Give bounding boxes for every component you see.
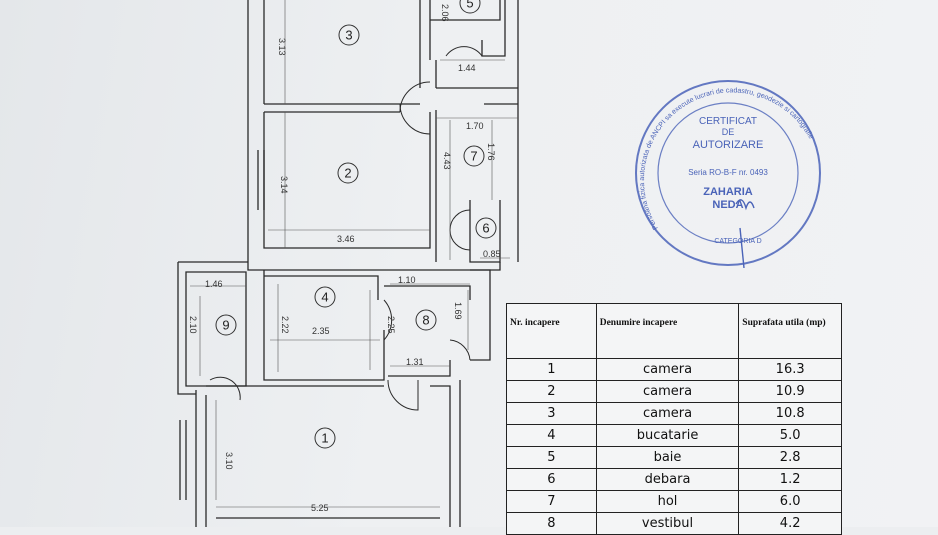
stamp-signature xyxy=(735,199,755,269)
door-arc-hall xyxy=(399,103,431,135)
header-room-number: Nr. incapere xyxy=(506,303,597,359)
wall-room6 xyxy=(469,200,501,263)
wall-hall-top xyxy=(436,87,518,105)
cell-area: 10.9 xyxy=(738,380,842,403)
room-label-3: 3 xyxy=(345,28,352,43)
dim-443: 4.43 xyxy=(442,152,452,170)
room-label-7: 7 xyxy=(470,149,477,164)
dim-525: 5.25 xyxy=(311,503,329,513)
cell-name: debara xyxy=(595,468,740,491)
room-label-8: 8 xyxy=(422,313,429,328)
cell-area: 2.8 xyxy=(738,446,842,469)
dim-131: 1.31 xyxy=(406,357,424,367)
table-header-row: Nr. incapere Denumire incapere Suprafata… xyxy=(506,303,842,359)
wall-room1-top-right xyxy=(206,380,461,527)
dim-313: 3.13 xyxy=(277,38,287,56)
dim-222: 2.22 xyxy=(280,316,290,334)
wall-room4 xyxy=(263,270,385,381)
dim-170: 1.70 xyxy=(466,121,484,131)
stamp-line3: AUTORIZARE xyxy=(693,139,764,151)
window-room2 xyxy=(257,150,265,210)
cell-area: 6.0 xyxy=(738,490,842,513)
stamp-line2: DE xyxy=(722,127,735,137)
wall-room8 xyxy=(384,285,471,377)
cell-name: camera xyxy=(595,380,740,403)
door-arc-room6 xyxy=(449,209,471,251)
wall-room3-right xyxy=(419,0,431,88)
room-label-5: 5 xyxy=(466,0,473,11)
wall-middle xyxy=(178,261,501,271)
room-label-1: 1 xyxy=(321,431,328,446)
wall-room1-left xyxy=(195,390,207,527)
cell-nr: 6 xyxy=(506,468,597,491)
cell-name: baie xyxy=(595,446,740,469)
dim-176: 1.76 xyxy=(486,143,496,161)
room-label-9: 9 xyxy=(222,318,229,333)
room-area-table: Nr. incapere Denumire incapere Suprafata… xyxy=(506,303,842,535)
cell-name: bucatarie xyxy=(595,424,740,447)
dim-169: 1.69 xyxy=(453,302,463,320)
room-label-2: 2 xyxy=(344,166,351,181)
cell-area: 1.2 xyxy=(738,468,842,491)
dim-235: 2.35 xyxy=(312,326,330,336)
stamp-line1: CERTIFICAT xyxy=(699,116,757,127)
cell-area: 10.8 xyxy=(738,402,842,425)
door-arc-room1 xyxy=(387,379,419,411)
door-arc-room4 xyxy=(383,299,393,341)
authorization-stamp: Persoana fizica autorizata de ANCPI sa e… xyxy=(628,78,828,269)
wall-room5 xyxy=(430,0,506,57)
stamp-line4: Seria RO-B-F nr. 0493 xyxy=(688,168,768,177)
room-label-6: 6 xyxy=(482,221,489,236)
dim-310: 3.10 xyxy=(224,452,234,470)
cell-area: 5.0 xyxy=(738,424,842,447)
cell-name: vestibul xyxy=(595,512,740,535)
cell-name: camera xyxy=(595,402,740,425)
header-room-name: Denumire incapere xyxy=(595,303,740,359)
dim-346: 3.46 xyxy=(337,234,355,244)
dim-085: 0.85 xyxy=(483,249,501,259)
cell-nr: 8 xyxy=(506,512,597,535)
dim-210: 2.10 xyxy=(188,316,198,334)
stamp-line6: NEDA xyxy=(712,199,743,211)
cell-nr: 4 xyxy=(506,424,597,447)
cell-nr: 2 xyxy=(506,380,597,403)
door-arc-room2 xyxy=(399,81,431,113)
cell-area: 4.2 xyxy=(738,512,842,535)
dim-314: 3.14 xyxy=(279,176,289,194)
dim-144: 1.44 xyxy=(458,63,476,73)
window-room1 xyxy=(179,420,187,500)
wall-room3-bottom xyxy=(264,103,420,113)
stamp-line7: CATEGORIA D xyxy=(714,238,761,245)
wall-room8-right xyxy=(470,269,491,361)
door-arc-room8 xyxy=(449,339,471,361)
door-arc-room5 xyxy=(445,46,483,57)
dim-146: 1.46 xyxy=(205,279,223,289)
stamp-line5: ZAHARIA xyxy=(703,186,753,198)
dim-206: 2.06 xyxy=(440,4,450,22)
cell-name: camera xyxy=(595,358,740,381)
door-arc-room9 xyxy=(209,376,241,401)
dim-225: 2.25 xyxy=(386,316,396,334)
cell-nr: 3 xyxy=(506,402,597,425)
cell-nr: 1 xyxy=(506,358,597,381)
cell-area: 16.3 xyxy=(738,358,842,381)
cell-nr: 5 xyxy=(506,446,597,469)
room-label-4: 4 xyxy=(321,290,328,305)
header-room-area: Suprafata utila (mp) xyxy=(738,303,842,359)
cell-nr: 7 xyxy=(506,490,597,513)
dim-110: 1.10 xyxy=(398,275,416,285)
cell-name: hol xyxy=(595,490,740,513)
